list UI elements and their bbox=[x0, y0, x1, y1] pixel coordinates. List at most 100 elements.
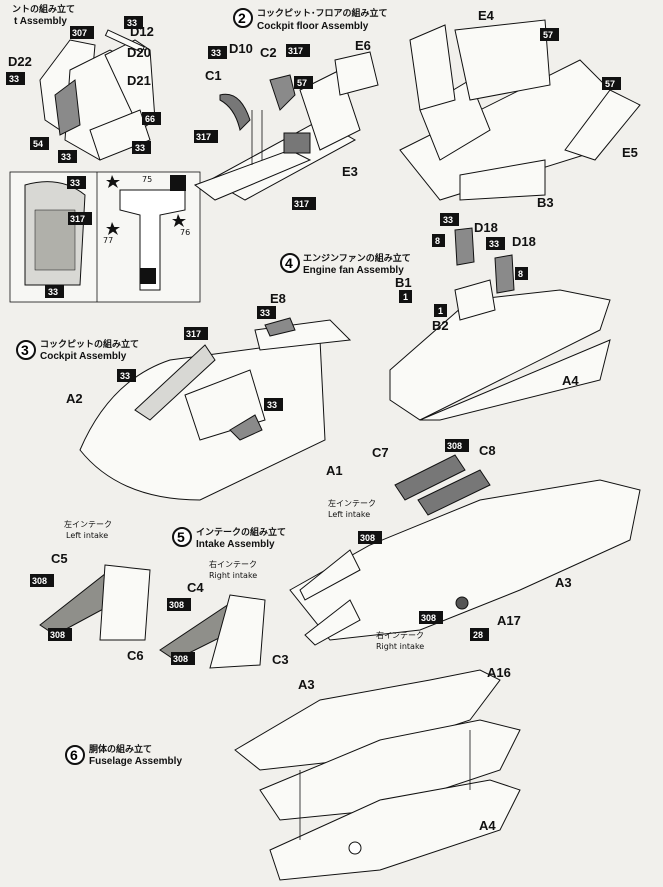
label-e5: E5 bbox=[622, 145, 638, 160]
label-d18-b: D18 bbox=[512, 234, 536, 249]
cockpit-drawing bbox=[79, 317, 352, 501]
badge-33-h: 33 bbox=[440, 213, 459, 226]
svg-text:33: 33 bbox=[48, 287, 58, 297]
step3-title-en: Cockpit Assembly bbox=[40, 351, 127, 362]
step2-number: 2 bbox=[233, 8, 253, 28]
label-b1: B1 bbox=[395, 275, 412, 290]
svg-text:1: 1 bbox=[438, 306, 443, 316]
badge-57-b: 57 bbox=[540, 28, 559, 41]
svg-text:317: 317 bbox=[294, 199, 309, 209]
label-e6: E6 bbox=[355, 38, 371, 53]
right-intake-jp-a: 右インテーク bbox=[209, 559, 257, 569]
badge-8-b: 8 bbox=[515, 267, 528, 280]
step4-number: 4 bbox=[280, 253, 300, 273]
svg-text:308: 308 bbox=[360, 533, 375, 543]
svg-text:308: 308 bbox=[50, 630, 65, 640]
svg-text:33: 33 bbox=[211, 48, 221, 58]
intake-left-drawing bbox=[39, 564, 151, 641]
seat-drawing bbox=[39, 29, 156, 161]
step1-title-jp: ントの組み立て bbox=[12, 3, 75, 15]
label-d21: D21 bbox=[127, 73, 151, 88]
svg-text:33: 33 bbox=[70, 178, 80, 188]
badge-1-b: 1 bbox=[434, 304, 447, 317]
label-d10: D10 bbox=[229, 41, 253, 56]
svg-text:3: 3 bbox=[21, 342, 29, 358]
svg-text:1: 1 bbox=[403, 292, 408, 302]
svg-text:308: 308 bbox=[169, 600, 184, 610]
label-a16: A16 bbox=[487, 665, 511, 680]
step1-title-en: t Assembly bbox=[14, 16, 67, 27]
decal-77: 77 bbox=[103, 236, 113, 245]
label-a17: A17 bbox=[497, 613, 521, 628]
svg-text:317: 317 bbox=[186, 329, 201, 339]
label-a4-b: A4 bbox=[479, 818, 496, 833]
intake-right-drawing bbox=[159, 594, 266, 669]
svg-text:8: 8 bbox=[518, 269, 523, 279]
left-intake-jp-b: 左インテーク bbox=[328, 498, 376, 508]
badge-33-a: 33 bbox=[124, 16, 143, 29]
svg-text:8: 8 bbox=[435, 236, 440, 246]
svg-text:308: 308 bbox=[32, 576, 47, 586]
label-c2: C2 bbox=[260, 45, 277, 60]
svg-text:33: 33 bbox=[120, 371, 130, 381]
cockpit-tub-drawing bbox=[399, 19, 641, 201]
svg-text:308: 308 bbox=[447, 441, 462, 451]
badge-54: 54 bbox=[30, 137, 49, 150]
label-d22: D22 bbox=[8, 54, 32, 69]
floor-drawing bbox=[193, 51, 379, 201]
label-c6: C6 bbox=[127, 648, 144, 663]
step6-number: 6 bbox=[65, 745, 85, 765]
svg-text:33: 33 bbox=[135, 143, 145, 153]
badge-317-b: 317 bbox=[286, 44, 310, 57]
badge-57-c: 57 bbox=[602, 77, 621, 90]
label-c8: C8 bbox=[479, 443, 496, 458]
step3-number: 3 bbox=[16, 340, 36, 360]
step4-title-jp: エンジンファンの組み立て bbox=[303, 252, 411, 264]
right-intake-en-b: Right intake bbox=[376, 642, 424, 651]
svg-text:33: 33 bbox=[443, 215, 453, 225]
label-d20: D20 bbox=[127, 45, 151, 60]
badge-308-g: 308 bbox=[419, 611, 443, 624]
badge-317-c: 317 bbox=[194, 130, 218, 143]
svg-text:33: 33 bbox=[9, 74, 19, 84]
svg-text:57: 57 bbox=[297, 78, 307, 88]
badge-33-k: 33 bbox=[117, 369, 136, 382]
badge-307: 307 bbox=[70, 26, 94, 39]
label-b2: B2 bbox=[432, 318, 449, 333]
svg-text:33: 33 bbox=[127, 18, 137, 28]
badge-317-d: 317 bbox=[292, 197, 316, 210]
badge-317-e: 317 bbox=[184, 327, 208, 340]
badge-308-f: 308 bbox=[358, 531, 382, 544]
svg-text:2: 2 bbox=[238, 10, 246, 26]
step4-title-en: Engine fan Assembly bbox=[303, 265, 404, 276]
right-intake-en-a: Right intake bbox=[209, 571, 257, 580]
label-e4: E4 bbox=[478, 8, 495, 23]
decal-76: 76 bbox=[180, 228, 190, 237]
fuselage-drawing bbox=[234, 669, 521, 881]
right-intake-jp-b: 右インテーク bbox=[376, 630, 424, 640]
svg-text:54: 54 bbox=[33, 139, 43, 149]
badge-33-c: 33 bbox=[132, 141, 151, 154]
step5-title-en: Intake Assembly bbox=[196, 539, 275, 550]
label-c5: C5 bbox=[51, 551, 68, 566]
label-a3-a: A3 bbox=[555, 575, 572, 590]
label-a1: A1 bbox=[326, 463, 343, 478]
svg-text:33: 33 bbox=[61, 152, 71, 162]
step5-number: 5 bbox=[172, 527, 192, 547]
label-c3: C3 bbox=[272, 652, 289, 667]
svg-text:33: 33 bbox=[489, 239, 499, 249]
badge-33-g: 33 bbox=[208, 46, 227, 59]
step2-title-jp: コックピット･フロアの組み立て bbox=[257, 7, 388, 19]
badge-33-i: 33 bbox=[486, 237, 505, 250]
svg-text:317: 317 bbox=[196, 132, 211, 142]
badge-308-c: 308 bbox=[167, 598, 191, 611]
svg-text:33: 33 bbox=[267, 400, 277, 410]
step5-title-jp: インテークの組み立て bbox=[196, 526, 286, 538]
left-intake-en-b: Left intake bbox=[328, 510, 370, 519]
svg-text:28: 28 bbox=[473, 630, 483, 640]
label-a3-b: A3 bbox=[298, 677, 315, 692]
fuselage-intake-drawing bbox=[289, 454, 641, 646]
badge-33-b: 33 bbox=[6, 72, 25, 85]
